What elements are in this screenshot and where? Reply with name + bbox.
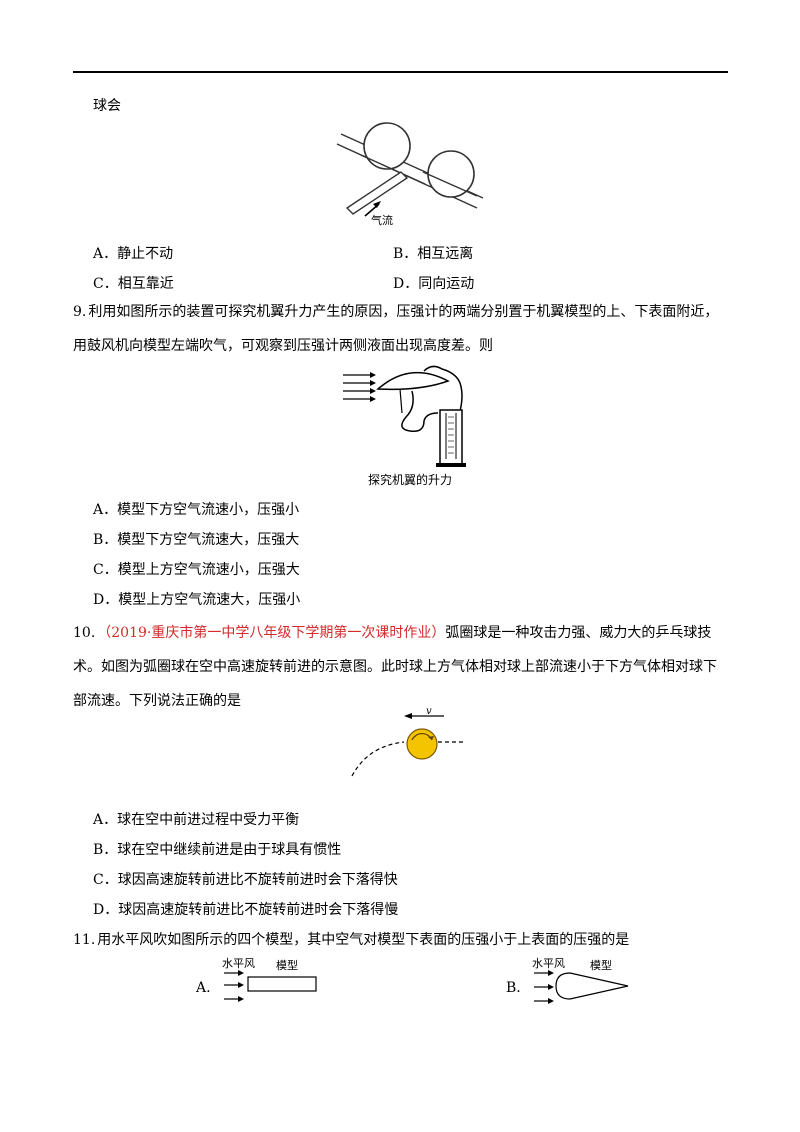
q8-option-a: A．静止不动	[93, 246, 174, 262]
q9-option-d: D．模型上方空气流速大，压强小	[93, 592, 301, 608]
q10-velocity-label: v	[426, 706, 432, 717]
q10-option-a: A．球在空中前进过程中受力平衡	[93, 812, 300, 828]
q10-question: 10.（2019·重庆市第一中学八年级下学期第一次课时作业）弧圈球是一种攻击力强…	[73, 616, 728, 718]
q11-a-wind-label: 水平风	[222, 957, 255, 970]
q8-stem-tail: 球会	[93, 98, 121, 114]
q11-question: 11.用水平风吹如图所示的四个模型，其中空气对模型下表面的压强小于上表面的压强的…	[73, 930, 629, 950]
q10-number: 10.	[73, 625, 96, 641]
q8-option-b: B．相互远离	[393, 246, 474, 262]
q11-figure-b-teardrop-model: 水平风 模型	[532, 957, 629, 1004]
q9-number: 9.	[73, 304, 87, 320]
q9-option-a: A．模型下方空气流速小，压强小	[93, 502, 300, 518]
q11-option-b-label: B.	[506, 980, 521, 996]
q10-option-c: C．球因高速旋转前进比不旋转前进时会下落得快	[93, 872, 398, 888]
q11-a-model-label: 模型	[276, 958, 298, 972]
q11-b-model-label: 模型	[590, 958, 612, 972]
q10-figure-loop-ball: v	[351, 706, 466, 777]
q9-stem: 利用如图所示的装置可探究机翼升力产生的原因，压强计的两端分别置于机翼模型的上、下…	[73, 304, 719, 354]
q10-option-d: D．球因高速旋转前进比不旋转前进时会下落得慢	[93, 902, 399, 918]
q9-option-c: C．模型上方空气流速小，压强大	[93, 562, 300, 578]
q9-figure-wing-lift	[343, 365, 466, 467]
q11-option-a-label: A.	[196, 980, 211, 996]
q8-airflow-label: 气流	[371, 213, 393, 226]
q8-option-d: D．同向运动	[393, 276, 475, 292]
q9-option-b: B．模型下方空气流速大，压强大	[93, 532, 300, 548]
q8-figure-two-balls: 气流	[336, 122, 484, 226]
q11-b-wind-label: 水平风	[532, 957, 565, 970]
q10-stem: 弧圈球是一种攻击力强、威力大的乒乓球技术。如图为弧圈球在空中高速旋转前进的示意图…	[73, 625, 717, 709]
q11-number: 11.	[73, 932, 96, 948]
q9-figure-caption: 探究机翼的升力	[368, 473, 453, 487]
header-rule	[73, 71, 728, 73]
q11-stem: 用水平风吹如图所示的四个模型，其中空气对模型下表面的压强小于上表面的压强的是	[97, 932, 630, 948]
q11-figure-a-rectangle-model: 水平风 模型	[222, 957, 317, 1002]
q10-source: （2019·重庆市第一中学八年级下学期第一次课时作业）	[97, 625, 446, 641]
q8-option-c: C．相互靠近	[93, 276, 174, 292]
q9-question: 9.利用如图所示的装置可探究机翼升力产生的原因，压强计的两端分别置于机翼模型的上…	[73, 295, 728, 363]
q10-option-b: B．球在空中继续前进是由于球具有惯性	[93, 842, 342, 858]
